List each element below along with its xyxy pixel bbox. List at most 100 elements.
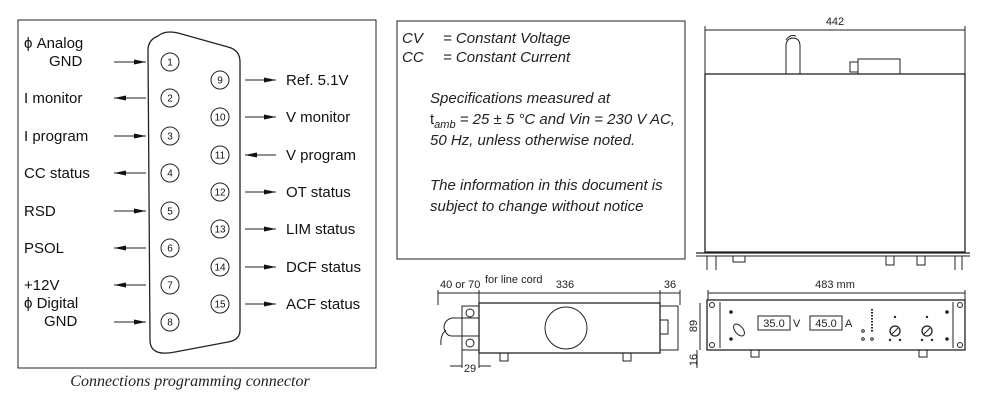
arrow-left-icon	[114, 245, 126, 251]
pin-number: 4	[167, 169, 173, 180]
pin-number: 3	[167, 132, 173, 143]
connector-caption: Connections programming connector	[70, 373, 310, 390]
pin-label-line2: GND	[44, 313, 78, 330]
arrow-right-icon	[134, 319, 146, 325]
notes-box: CV = Constant Voltage CC = Constant Curr…	[396, 20, 686, 260]
info-line-2: subject to change without notice	[430, 198, 643, 215]
pin-circle	[210, 107, 230, 127]
arrow-left-icon	[114, 170, 126, 176]
arrow-right-icon	[134, 133, 146, 139]
pin-label: RSD	[24, 203, 56, 220]
pin-circle	[160, 163, 180, 183]
front-panel	[706, 299, 966, 351]
pin-circle	[160, 312, 180, 332]
pin-4: 4 CC status	[24, 163, 180, 183]
cv-abbr: CV	[402, 30, 425, 47]
pin-number: 13	[214, 225, 226, 236]
pin-circle	[210, 294, 230, 314]
pin-circle	[160, 88, 180, 108]
current-knob	[921, 325, 933, 337]
pin-9: 9 Ref. 5.1V	[210, 70, 349, 90]
pin-label: DCF status	[286, 259, 361, 276]
pin-circle	[210, 145, 230, 165]
connector-frame	[17, 19, 377, 369]
arrow-left-icon	[114, 282, 126, 288]
pin-13: 13 LIM status	[210, 219, 355, 239]
cv-definition: = Constant Voltage	[443, 30, 570, 47]
voltage-unit: V	[793, 318, 801, 330]
pin-label: PSOL	[24, 240, 64, 257]
pin-label: I program	[24, 128, 88, 145]
side-view-drawing: 40 or 70 for line cord 336 36 29	[437, 274, 681, 375]
pin-6: 6 PSOL	[24, 238, 180, 258]
arrow-right-icon	[134, 208, 146, 214]
pin-number: 10	[214, 113, 226, 124]
pin-number: 7	[167, 281, 173, 292]
pin-label: OT status	[286, 184, 351, 201]
dim-483: 483 mm	[815, 279, 855, 291]
pin-circle	[210, 182, 230, 202]
pin-circle	[160, 275, 180, 295]
arrow-right-icon	[264, 77, 276, 83]
pin-label: CC status	[24, 165, 90, 182]
pin-number: 6	[167, 244, 173, 255]
spec-sub: amb	[434, 119, 455, 131]
pin-label: Ref. 5.1V	[286, 72, 349, 89]
pin-number: 5	[167, 207, 173, 218]
pin-3: 3 I program	[24, 126, 180, 146]
arrow-right-icon	[264, 114, 276, 120]
db15-connector-shell	[147, 31, 241, 354]
pin-circle	[210, 70, 230, 90]
pin-label: V program	[286, 147, 356, 164]
voltage-knob	[889, 325, 901, 337]
top-view-drawing: 442	[696, 16, 970, 270]
pin-5: 5 RSD	[24, 201, 180, 221]
arrow-right-icon	[264, 264, 276, 270]
pin-number: 9	[217, 76, 223, 87]
top-view-body	[704, 73, 966, 253]
pin-label-line2: GND	[49, 53, 83, 70]
current-display-value: 45.0	[815, 318, 836, 330]
dim-29: 29	[464, 363, 476, 375]
voltage-display	[757, 315, 791, 331]
arrow-left-icon	[245, 152, 257, 158]
logo-icon	[733, 323, 745, 337]
dim-line-cord: for line cord	[485, 274, 542, 286]
spec-line-2: tamb = 25 ± 5 °C and Vin = 230 V AC,	[430, 111, 675, 131]
current-unit: A	[845, 318, 853, 330]
dim-442: 442	[826, 16, 844, 28]
dim-36: 36	[664, 279, 676, 291]
pin-label: LIM status	[286, 221, 355, 238]
dim-89: 89	[688, 320, 700, 332]
pin-number: 2	[167, 94, 173, 105]
spec-line-1: Specifications measured at	[430, 90, 611, 107]
current-display	[809, 315, 843, 331]
pin-circle	[160, 201, 180, 221]
pin-number: 15	[214, 300, 226, 311]
spec-t: t	[430, 111, 435, 128]
pin-circle	[160, 126, 180, 146]
pin-label: I monitor	[24, 90, 82, 107]
pin-number: 8	[167, 318, 173, 329]
dim-336: 336	[556, 279, 574, 291]
voltage-display-value: 35.0	[763, 318, 784, 330]
spec-rest: = 25 ± 5 °C and Vin = 230 V AC,	[456, 111, 675, 128]
pin-2: 2 I monitor	[24, 88, 180, 108]
pin-7: 7 +12V	[24, 275, 180, 295]
pin-circle	[160, 238, 180, 258]
front-view-drawing: 483 mm 35.0 V 45.0 A 89 16	[688, 279, 966, 368]
arrow-left-icon	[114, 95, 126, 101]
dim-40-or-70: 40 or 70	[440, 279, 480, 291]
pin-circle	[160, 52, 180, 72]
pin-label: +12V	[24, 277, 59, 294]
pin-label: ϕ Analog	[24, 35, 83, 52]
